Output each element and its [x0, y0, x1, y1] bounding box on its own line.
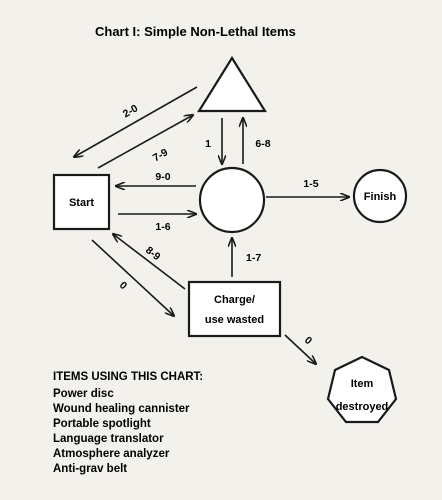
chart-title: Chart I: Simple Non-Lethal Items [95, 24, 296, 39]
edge-label-start-to-triangle: 7-9 [151, 146, 170, 164]
circle-node [198, 166, 266, 234]
items-list-heading: ITEMS USING THIS CHART: [53, 371, 203, 383]
items-list-item: Wound healing cannister [53, 403, 190, 415]
edge-label-start-to-charge: 0 [117, 279, 129, 292]
charge-node [187, 280, 282, 338]
finish-node [352, 168, 408, 224]
edge-label-charge-to-circle: 1-7 [246, 252, 261, 264]
items-list-item: Anti-grav belt [53, 463, 127, 475]
edge-label-triangle-to-circle: 1 [205, 138, 211, 150]
destroyed-node [326, 355, 398, 424]
items-list-item: Atmosphere analyzer [53, 448, 170, 460]
start-node [52, 173, 111, 231]
finish-node-label: Finish [364, 191, 397, 203]
destroyed-node-label-line2: destroyed [336, 401, 389, 413]
edge-label-triangle-to-start: 2-0 [121, 102, 140, 120]
items-list-item: Power disc [53, 388, 114, 400]
edge-start-to-triangle [97, 115, 193, 169]
edge-label-circle-to-finish: 1-5 [303, 178, 318, 190]
start-node-label: Start [69, 197, 94, 209]
destroyed-node-label-line1: Item [351, 378, 374, 390]
charge-node-label-line1: Charge/ [214, 294, 255, 306]
edge-label-circle-to-triangle: 6-8 [255, 138, 270, 150]
items-list-item: Portable spotlight [53, 418, 151, 430]
edge-label-charge-to-start: 8-9 [143, 244, 162, 263]
charge-node-label-line2: use wasted [205, 314, 264, 326]
edge-label-circle-to-start: 9-0 [155, 171, 170, 183]
edge-triangle-to-start [74, 86, 198, 157]
triangle-node [197, 55, 267, 113]
edge-charge-to-destroyed [284, 334, 316, 364]
edge-label-charge-to-destroyed: 0 [302, 334, 314, 347]
items-list-item: Language translator [53, 433, 164, 445]
edge-charge-to-start [113, 234, 186, 290]
edge-label-start-to-circle: 1-6 [155, 221, 170, 233]
edge-start-to-charge [91, 239, 174, 316]
